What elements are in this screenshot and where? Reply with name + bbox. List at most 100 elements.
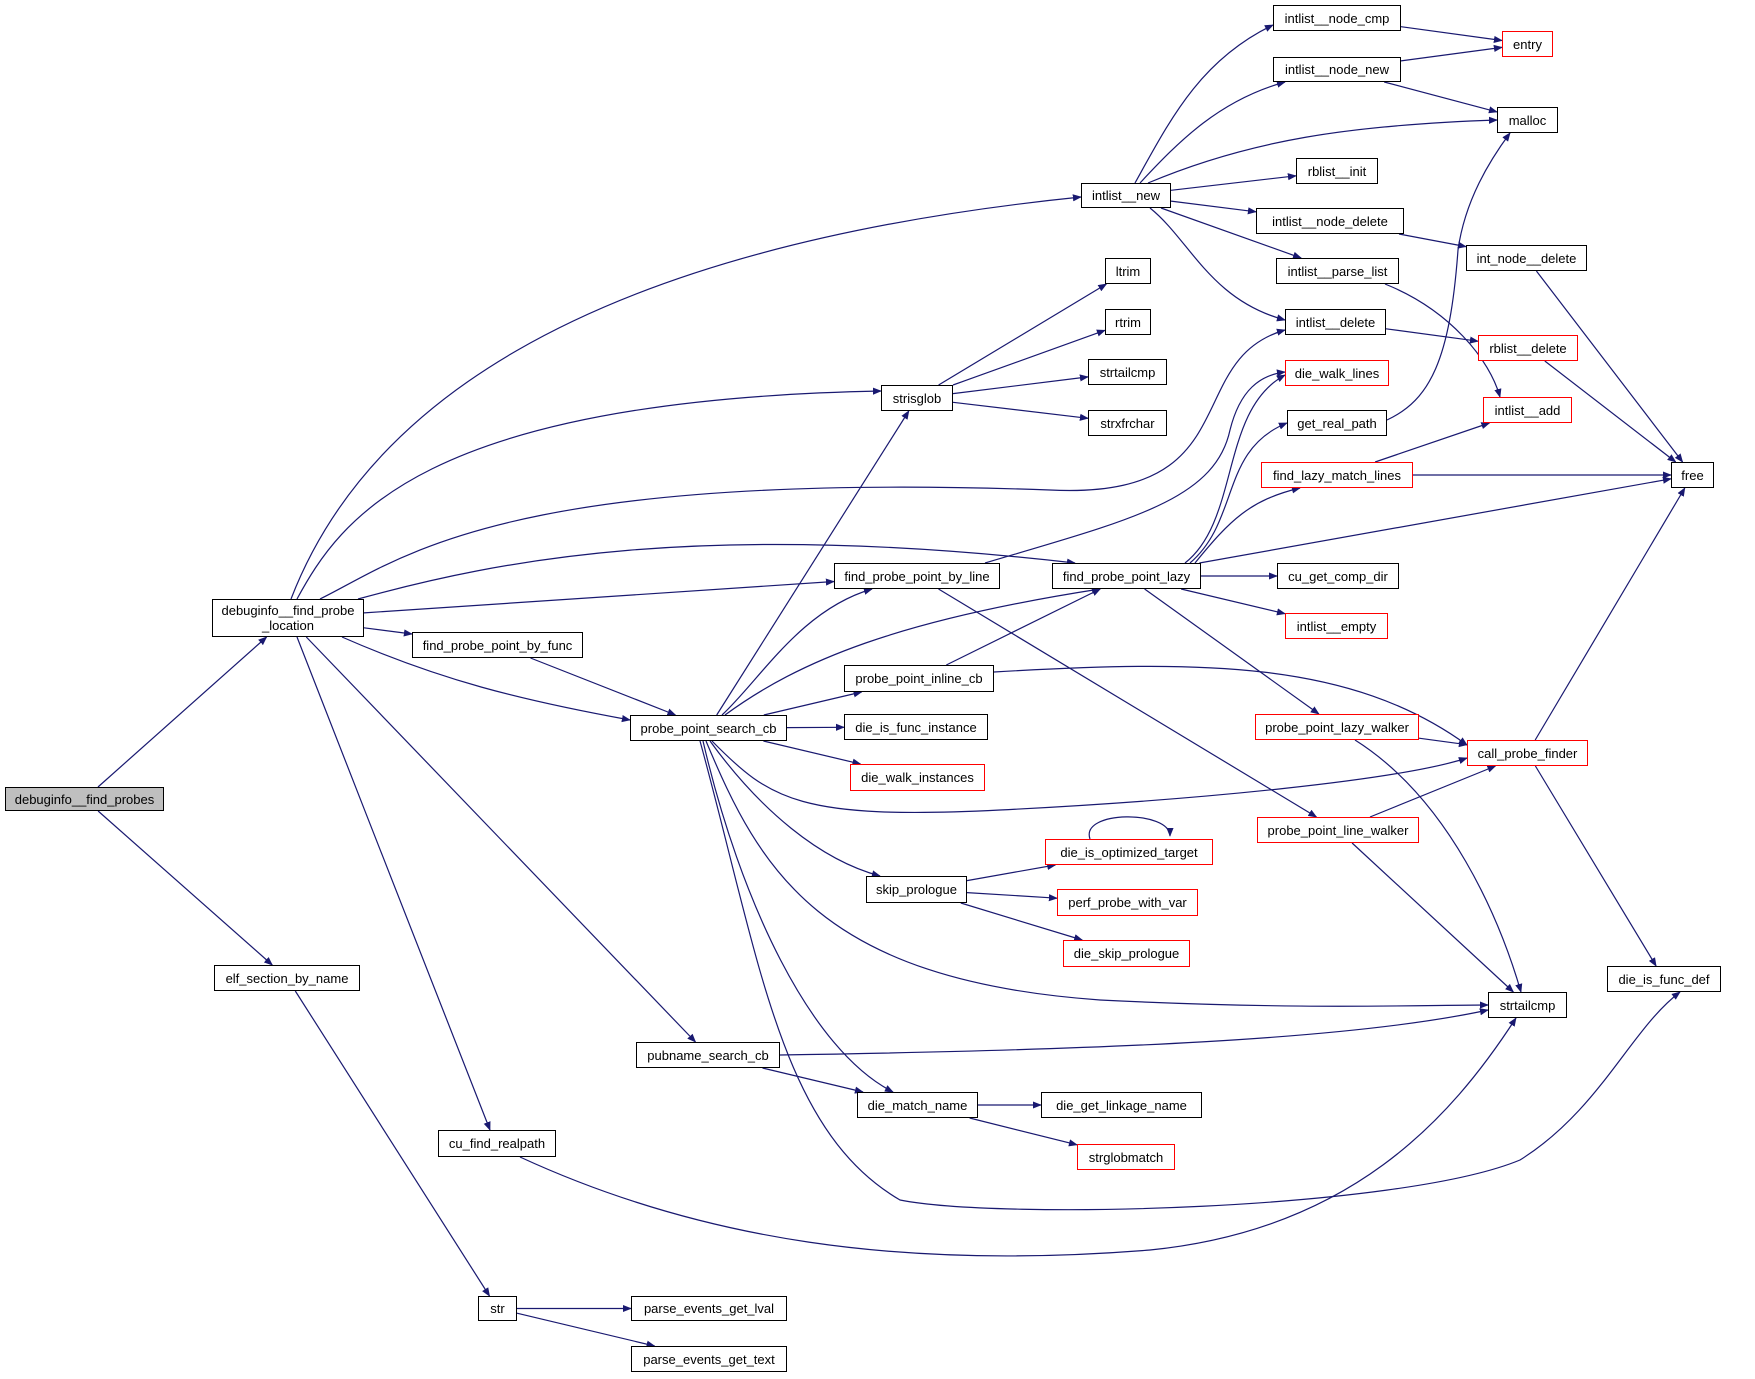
node-strisglob[interactable]: strisglob bbox=[881, 385, 953, 411]
call-edge-find_probe_point_lazy-to-intlist__empty bbox=[1180, 588, 1286, 616]
node-intlist--empty[interactable]: intlist__empty bbox=[1285, 613, 1388, 639]
call-edge-find_probe_point_lazy-to-find_lazy_match_lines bbox=[1194, 486, 1301, 564]
node-find-lazy-match-lines[interactable]: find_lazy_match_lines bbox=[1261, 462, 1413, 488]
node-free[interactable]: free bbox=[1671, 462, 1714, 488]
node-cu-find-realpath[interactable]: cu_find_realpath bbox=[438, 1130, 556, 1157]
call-edge-rblist__delete-to-free bbox=[1544, 360, 1677, 463]
node-find-probe-point-by-func[interactable]: find_probe_point_by_func bbox=[412, 632, 583, 658]
call-edge-strisglob-to-strxfrchar bbox=[952, 401, 1089, 421]
node-label: strxfrchar bbox=[1100, 415, 1155, 431]
call-edge-find_probe_point_lazy-to-probe_point_lazy_walker bbox=[1144, 588, 1320, 715]
node-strxfrchar[interactable]: strxfrchar bbox=[1088, 410, 1167, 436]
node-find-probe-point-lazy[interactable]: find_probe_point_lazy bbox=[1052, 563, 1201, 589]
call-edge-debuginfo__find_probes-to-debuginfo__find_probe_location bbox=[97, 636, 268, 788]
call-edge-probe_point_inline_cb-to-find_probe_point_lazy bbox=[946, 588, 1102, 666]
node-elf-section-by-name[interactable]: elf_section_by_name bbox=[214, 965, 360, 991]
node-intlist--node-new[interactable]: intlist__node_new bbox=[1273, 57, 1401, 82]
call-edge-intlist__new-to-rblist__init bbox=[1170, 173, 1297, 191]
node-get-real-path[interactable]: get_real_path bbox=[1287, 410, 1387, 436]
node-pubname-search-cb[interactable]: pubname_search_cb bbox=[636, 1042, 780, 1068]
node-label: debuginfo__find_probe _location bbox=[221, 603, 355, 633]
call-edge-intlist__new-to-intlist__parse_list bbox=[1160, 207, 1302, 259]
node-die-is-func-instance[interactable]: die_is_func_instance bbox=[844, 714, 988, 740]
call-edge-intlist__node_new-to-malloc bbox=[1384, 81, 1498, 114]
node-intlist--parse-list[interactable]: intlist__parse_list bbox=[1276, 258, 1399, 284]
node-label: probe_point_lazy_walker bbox=[1265, 719, 1409, 735]
call-edge-probe_point_search_cb-to-skip_prologue bbox=[709, 740, 881, 878]
node-parse-events-get-text[interactable]: parse_events_get_text bbox=[631, 1346, 787, 1372]
call-edge-probe_point_search_cb-to-call_probe_finder bbox=[711, 740, 1468, 814]
call-edge-find_probe_point_lazy-to-get_real_path bbox=[1189, 422, 1288, 564]
node-strglobmatch[interactable]: strglobmatch bbox=[1077, 1144, 1175, 1170]
node-rblist--init[interactable]: rblist__init bbox=[1296, 158, 1378, 184]
node-entry[interactable]: entry bbox=[1502, 31, 1553, 57]
node-probe-point-inline-cb[interactable]: probe_point_inline_cb bbox=[844, 665, 994, 692]
node-strtailcmp-top[interactable]: strtailcmp bbox=[1088, 359, 1167, 385]
node-label: probe_point_line_walker bbox=[1267, 822, 1409, 838]
node-find-probe-point-by-line[interactable]: find_probe_point_by_line bbox=[834, 563, 1000, 589]
call-edge-probe_point_line_walker-to-call_probe_finder bbox=[1369, 765, 1497, 818]
node-die-is-func-def[interactable]: die_is_func_def bbox=[1607, 966, 1721, 992]
node-label: die_walk_instances bbox=[861, 770, 974, 785]
node-label: die_walk_lines bbox=[1294, 365, 1380, 381]
node-skip-prologue[interactable]: skip_prologue bbox=[866, 876, 967, 903]
call-edge-debuginfo__find_probe_location-to-find_probe_point_by_line bbox=[363, 578, 835, 614]
call-edge-skip_prologue-to-die_is_optimized_target bbox=[966, 862, 1057, 882]
call-edge-debuginfo__find_probe_location-to-intlist__new bbox=[290, 194, 1082, 600]
node-perf-probe-with-var[interactable]: perf_probe_with_var bbox=[1057, 889, 1198, 916]
node-die-walk-instances[interactable]: die_walk_instances bbox=[850, 764, 985, 791]
call-edge-find_lazy_match_lines-to-intlist__add bbox=[1374, 422, 1491, 463]
node-die-get-linkage-name[interactable]: die_get_linkage_name bbox=[1041, 1092, 1202, 1118]
call-edge-probe_point_search_cb-to-die_is_func_def bbox=[699, 740, 1681, 1211]
call-edge-probe_point_search_cb-to-strisglob bbox=[716, 410, 910, 716]
node-parse-events-get-lval[interactable]: parse_events_get_lval bbox=[631, 1296, 787, 1321]
node-label: rblist__init bbox=[1307, 163, 1367, 179]
node-die-is-optimized-target[interactable]: die_is_optimized_target bbox=[1045, 839, 1213, 865]
call-edge-die_is_optimized_target-to-die_is_optimized_target bbox=[1088, 816, 1174, 840]
node-probe-point-search-cb[interactable]: probe_point_search_cb bbox=[630, 715, 787, 741]
node-label: elf_section_by_name bbox=[225, 970, 349, 986]
call-edge-debuginfo__find_probe_location-to-strisglob bbox=[296, 387, 882, 600]
node-debuginfo--find-probe-location[interactable]: debuginfo__find_probe _location bbox=[212, 599, 364, 637]
node-intlist--delete[interactable]: intlist__delete bbox=[1285, 309, 1386, 335]
call-edge-probe_point_search_cb-to-die_match_name bbox=[702, 740, 894, 1093]
call-edge-probe_point_search_cb-to-find_probe_point_by_line bbox=[721, 587, 873, 716]
node-rblist--delete[interactable]: rblist__delete bbox=[1478, 335, 1578, 361]
call-edge-intlist__new-to-malloc bbox=[1147, 116, 1498, 184]
node-strtailcmp-bottom[interactable]: strtailcmp bbox=[1488, 992, 1567, 1018]
node-label: intlist__delete bbox=[1295, 314, 1376, 330]
node-str[interactable]: str bbox=[478, 1296, 517, 1321]
call-edge-strisglob-to-rtrim bbox=[952, 329, 1106, 386]
node-call-probe-finder[interactable]: call_probe_finder bbox=[1467, 740, 1588, 766]
call-edge-str-to-parse_events_get_text bbox=[516, 1312, 656, 1348]
call-edge-find_probe_point_lazy-to-die_walk_lines bbox=[1184, 374, 1286, 564]
call-edge-skip_prologue-to-perf_probe_with_var bbox=[966, 892, 1058, 902]
node-label: rtrim bbox=[1115, 314, 1141, 330]
node-ltrim[interactable]: ltrim bbox=[1105, 258, 1151, 284]
call-edge-debuginfo__find_probe_location-to-find_probe_point_by_func bbox=[363, 627, 413, 637]
node-die-match-name[interactable]: die_match_name bbox=[857, 1092, 978, 1118]
call-edge-intlist__new-to-intlist__node_delete bbox=[1170, 200, 1257, 215]
node-rtrim[interactable]: rtrim bbox=[1105, 309, 1151, 335]
node-int-node--delete[interactable]: int_node__delete bbox=[1466, 245, 1587, 271]
node-probe-point-line-walker[interactable]: probe_point_line_walker bbox=[1257, 817, 1419, 843]
node-cu-get-comp-dir[interactable]: cu_get_comp_dir bbox=[1277, 563, 1399, 589]
call-edge-strisglob-to-strtailcmp_top bbox=[952, 374, 1089, 395]
node-label: entry bbox=[1513, 36, 1542, 52]
call-edge-debuginfo__find_probe_location-to-probe_point_search_cb bbox=[341, 636, 631, 723]
node-probe-point-lazy-walker[interactable]: probe_point_lazy_walker bbox=[1255, 714, 1419, 740]
node-label: die_match_name bbox=[867, 1097, 968, 1113]
node-malloc[interactable]: malloc bbox=[1497, 107, 1558, 133]
node-die-skip-prologue[interactable]: die_skip_prologue bbox=[1063, 940, 1190, 967]
call-edge-intlist__node_cmp-to-entry bbox=[1400, 26, 1503, 43]
node-intlist--node-cmp[interactable]: intlist__node_cmp bbox=[1273, 5, 1401, 31]
node-label: perf_probe_with_var bbox=[1068, 895, 1187, 910]
node-label: cu_find_realpath bbox=[448, 1136, 546, 1151]
node-intlist--add[interactable]: intlist__add bbox=[1483, 397, 1572, 423]
node-intlist--new[interactable]: intlist__new bbox=[1081, 183, 1171, 208]
node-label: get_real_path bbox=[1297, 415, 1377, 431]
node-die-walk-lines[interactable]: die_walk_lines bbox=[1285, 360, 1389, 386]
node-label: strtailcmp bbox=[1499, 997, 1556, 1013]
node-intlist--node-delete[interactable]: intlist__node_delete bbox=[1256, 208, 1404, 234]
call-edge-find_probe_point_lazy-to-free bbox=[1199, 476, 1672, 564]
